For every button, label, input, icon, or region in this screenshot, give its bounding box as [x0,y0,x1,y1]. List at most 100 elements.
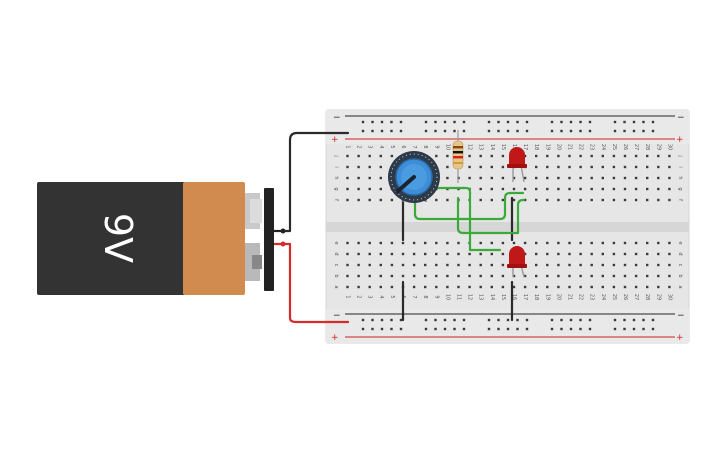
terminal-hole[interactable] [379,241,382,245]
terminal-hole[interactable] [535,198,538,202]
negative-wire[interactable] [281,131,350,233]
rail-hole[interactable] [390,129,393,133]
terminal-hole[interactable] [523,176,527,180]
terminal-hole[interactable] [668,285,671,289]
rail-hole[interactable] [380,120,384,124]
terminal-hole[interactable] [612,187,616,191]
terminal-hole[interactable] [390,252,394,256]
rail-hole[interactable] [380,129,384,133]
terminal-hole[interactable] [457,285,460,289]
led-bottom[interactable] [507,246,527,278]
rail-hole[interactable] [579,318,582,322]
rail-hole[interactable] [569,318,573,322]
terminal-hole[interactable] [512,285,516,289]
terminal-hole[interactable] [579,252,582,256]
rail-hole[interactable] [399,327,403,331]
terminal-hole[interactable] [523,274,527,278]
terminal-hole[interactable] [535,176,538,180]
rail-hole[interactable] [399,120,403,124]
led-top[interactable] [507,147,527,183]
rail-hole[interactable] [569,129,573,133]
terminal-hole[interactable] [646,274,649,278]
terminal-hole[interactable] [346,176,349,180]
terminal-hole[interactable] [668,263,671,267]
terminal-hole[interactable] [579,165,582,169]
terminal-hole[interactable] [368,274,371,278]
terminal-hole[interactable] [379,165,382,169]
terminal-hole[interactable] [579,176,582,180]
terminal-hole[interactable] [568,187,571,191]
terminal-hole[interactable] [546,198,549,202]
terminal-hole[interactable] [568,165,571,169]
terminal-hole[interactable] [479,176,482,180]
rail-hole[interactable] [399,318,403,322]
terminal-hole[interactable] [590,187,593,191]
terminal-hole[interactable] [634,274,638,278]
terminal-hole[interactable] [501,274,505,278]
terminal-hole[interactable] [479,241,482,245]
terminal-hole[interactable] [646,252,649,256]
terminal-hole[interactable] [601,165,604,169]
terminal-hole[interactable] [412,241,416,245]
terminal-hole[interactable] [490,241,493,245]
terminal-hole[interactable] [379,274,382,278]
terminal-hole[interactable] [523,154,527,158]
rail-hole[interactable] [390,318,393,322]
terminal-hole[interactable] [568,285,571,289]
green-wire-2[interactable] [434,186,502,252]
terminal-hole[interactable] [512,241,516,245]
potentiometer[interactable] [388,151,440,204]
terminal-hole[interactable] [623,263,627,267]
rail-hole[interactable] [588,129,592,133]
terminal-hole[interactable] [568,241,571,245]
terminal-hole[interactable] [346,187,349,191]
terminal-hole[interactable] [357,154,360,158]
rail-hole[interactable] [453,129,456,133]
terminal-hole[interactable] [501,263,505,267]
terminal-hole[interactable] [523,285,527,289]
terminal-hole[interactable] [546,274,549,278]
terminal-hole[interactable] [579,187,582,191]
rail-hole[interactable] [623,129,626,133]
terminal-hole[interactable] [446,241,449,245]
terminal-hole[interactable] [623,274,627,278]
rail-hole[interactable] [588,327,592,331]
terminal-hole[interactable] [579,241,582,245]
terminal-hole[interactable] [557,165,560,169]
terminal-hole[interactable] [557,285,560,289]
terminal-hole[interactable] [546,176,549,180]
rail-hole[interactable] [443,318,447,322]
terminal-hole[interactable] [390,154,394,158]
terminal-hole[interactable] [446,274,449,278]
terminal-hole[interactable] [368,252,371,256]
rail-hole[interactable] [453,120,456,124]
rail-hole[interactable] [506,327,510,331]
rail-hole[interactable] [550,327,554,331]
terminal-hole[interactable] [668,241,671,245]
terminal-hole[interactable] [401,274,405,278]
rail-hole[interactable] [361,327,365,331]
terminal-hole[interactable] [379,252,382,256]
terminal-hole[interactable] [379,285,382,289]
terminal-hole[interactable] [668,154,671,158]
rail-hole[interactable] [497,120,500,124]
terminal-hole[interactable] [546,187,549,191]
terminal-hole[interactable] [501,241,505,245]
terminal-hole[interactable] [557,241,560,245]
rail-hole[interactable] [434,318,437,322]
terminal-hole[interactable] [446,154,449,158]
terminal-hole[interactable] [512,176,516,180]
terminal-hole[interactable] [612,274,616,278]
green-wire-1[interactable] [413,191,525,221]
terminal-hole[interactable] [657,274,660,278]
terminal-hole[interactable] [612,176,616,180]
rail-hole[interactable] [525,318,529,322]
terminal-hole[interactable] [623,198,627,202]
terminal-hole[interactable] [612,285,616,289]
terminal-hole[interactable] [557,263,560,267]
rail-hole[interactable] [632,318,636,322]
rail-hole[interactable] [623,318,626,322]
terminal-hole[interactable] [535,165,538,169]
terminal-hole[interactable] [523,198,527,202]
rail-hole[interactable] [613,120,617,124]
